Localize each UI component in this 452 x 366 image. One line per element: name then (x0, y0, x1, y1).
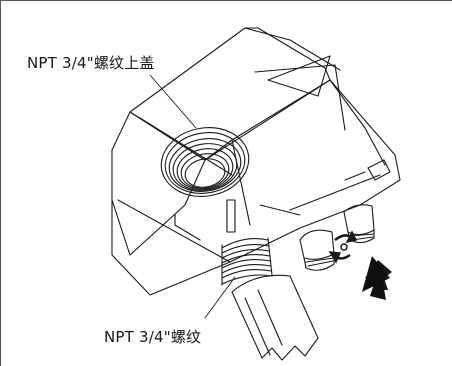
rotate-arrow-icon (328, 230, 358, 264)
leader-line-top (149, 74, 197, 129)
push-arrow-icon (362, 256, 392, 300)
top-thread-port (160, 127, 250, 197)
pin (226, 199, 236, 233)
enclosure-box (111, 27, 401, 296)
label-top-cap: NPT 3/4"螺纹上盖 (27, 54, 155, 72)
label-bottom-thread: NPT 3/4"螺纹 (104, 328, 202, 346)
bottom-thread-pipe (221, 237, 319, 361)
cap-piece-left (299, 229, 335, 271)
leader-line-bottom (204, 276, 236, 319)
